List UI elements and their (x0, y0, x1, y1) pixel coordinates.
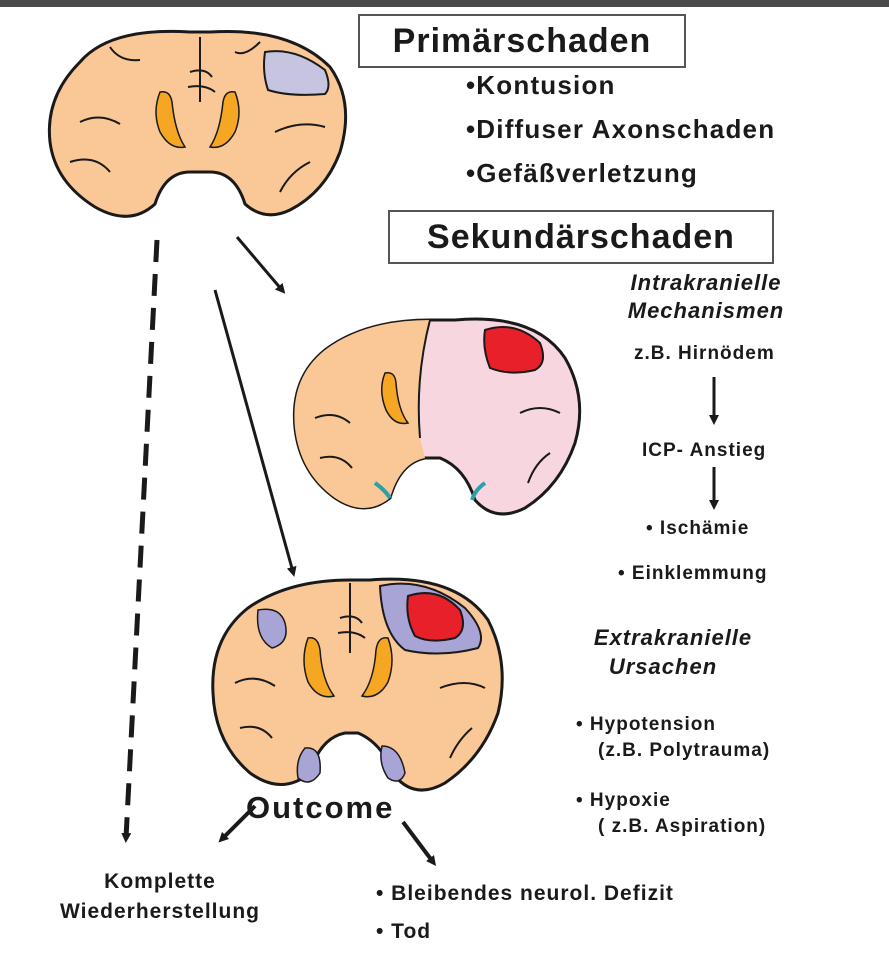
cause-hypoxia: • Hypoxie (576, 790, 671, 812)
dashed-arrow-recovery (126, 240, 157, 838)
secondary-damage-title: Sekundärschaden (427, 218, 735, 257)
cause-hypotension: • Hypotension (576, 714, 716, 736)
outcome-death: • Tod (376, 920, 431, 944)
brain-outcome (213, 579, 502, 790)
primary-item-axonal: •Diffuser Axonschaden (466, 114, 775, 145)
consequence-herniation: • Einklemmung (618, 563, 768, 585)
cause-hypoxia-example: ( z.B. Aspiration) (598, 816, 766, 838)
outcome-deficit: • Bleibendes neurol. Defizit (376, 882, 674, 906)
extracranial-heading-line2: Ursachen (528, 654, 798, 680)
brain-primary (49, 31, 345, 216)
chain-hirnoedem: z.B. Hirnödem (634, 343, 775, 365)
consequence-ischemia: • Ischämie (646, 518, 749, 540)
outcome-title: Outcome (246, 790, 394, 826)
recovery-line1: Komplette (60, 870, 260, 894)
primary-item-contusion: •Kontusion (466, 70, 616, 101)
recovery-line2: Wiederherstellung (40, 900, 280, 924)
intracranial-heading-line2: Mechanismen (566, 298, 846, 324)
primary-damage-title-box: Primärschaden (358, 14, 686, 68)
arrow-to-intracranial (237, 237, 282, 290)
arrow-outcome-right (403, 822, 433, 862)
brain-intracranial (294, 319, 579, 514)
secondary-damage-title-box: Sekundärschaden (388, 210, 774, 264)
chain-icp: ICP- Anstieg (642, 440, 766, 462)
arrow-to-outcome-brain (215, 290, 293, 572)
intracranial-heading-line1: Intrakranielle (566, 270, 846, 296)
cause-hypotension-example: (z.B. Polytrauma) (598, 740, 770, 762)
primary-item-vascular: •Gefäßverletzung (466, 158, 698, 189)
extracranial-heading-line1: Extrakranielle (538, 625, 808, 651)
primary-damage-title: Primärschaden (393, 22, 652, 61)
